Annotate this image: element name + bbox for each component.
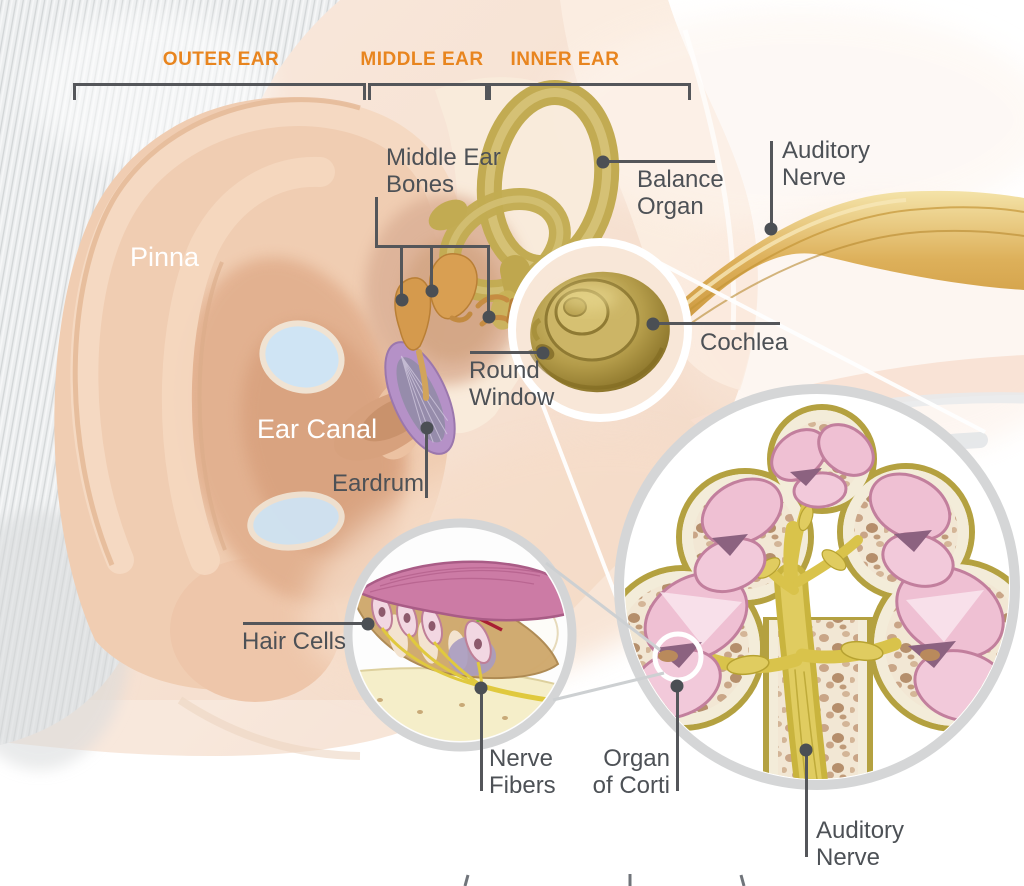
auditory-nerve-inset-label: Auditory Nerve (816, 817, 905, 871)
hair-cells-pointer-line (243, 622, 367, 625)
organ-of-corti-pointer-line (676, 685, 679, 791)
bracket-middle-ear (368, 83, 488, 100)
middle-ear-bones-bracket-stem (375, 197, 378, 247)
balance-organ-pointer-dot (596, 155, 610, 169)
auditory-nerve-inset-pointer-dot (799, 743, 813, 757)
section-header-inner-ear: INNER EAR (510, 49, 620, 70)
incus-pointer-line (430, 245, 433, 291)
cochlea-pointer-line (652, 322, 780, 325)
nerve-fibers-pointer-line (480, 687, 483, 791)
eardrum-pointer-dot (420, 421, 434, 435)
cochlea-cross-section-inset (614, 384, 1020, 790)
section-header-outer-ear: OUTER EAR (162, 49, 280, 70)
organ-of-corti-label: Organ of Corti (592, 745, 670, 799)
hair-cells-label: Hair Cells (242, 628, 347, 655)
round-window-label: Round Window (469, 357, 555, 411)
round-window-pointer-line (470, 351, 542, 354)
round-window-pointer-dot (536, 346, 550, 360)
auditory-nerve-pointer-line (770, 141, 773, 228)
pinna-label: Pinna (130, 242, 200, 272)
auditory-nerve-inset-pointer-line (805, 749, 808, 857)
stapes-pointer-line (487, 245, 490, 317)
malleus-pointer-line (400, 245, 403, 300)
nerve-fibers-label: Nerve Fibers (489, 745, 556, 799)
bracket-inner-ear (488, 83, 691, 100)
section-header-middle-ear: MIDDLE EAR (360, 49, 484, 70)
balance-organ-label: Balance Organ (637, 166, 724, 220)
bracket-outer-ear (73, 83, 366, 100)
eardrum-illustration (384, 341, 456, 455)
middle-ear-bones-label: Middle Ear Bones (386, 144, 501, 198)
hair-cells-inset (343, 518, 577, 752)
eardrum-pointer-line (425, 427, 428, 498)
auditory-nerve-pointer-dot (764, 222, 778, 236)
cochlea-illustration (508, 238, 692, 422)
cochlea-pointer-dot (646, 317, 660, 331)
eardrum-label: Eardrum (332, 470, 425, 497)
stapes-pointer-dot (482, 310, 496, 324)
cropped-caption-fragments (463, 874, 746, 886)
cochlea-label: Cochlea (700, 329, 789, 356)
hair-cells-pointer-dot (361, 617, 375, 631)
malleus-pointer-dot (395, 293, 409, 307)
nerve-fibers-pointer-dot (474, 681, 488, 695)
ear-canal-label: Ear Canal (257, 414, 378, 444)
auditory-nerve-label: Auditory Nerve (782, 137, 871, 191)
organ-of-corti-pointer-dot (670, 679, 684, 693)
inset-connector-lines (545, 561, 665, 702)
incus-pointer-dot (425, 284, 439, 298)
balance-organ-pointer-line (602, 160, 715, 163)
